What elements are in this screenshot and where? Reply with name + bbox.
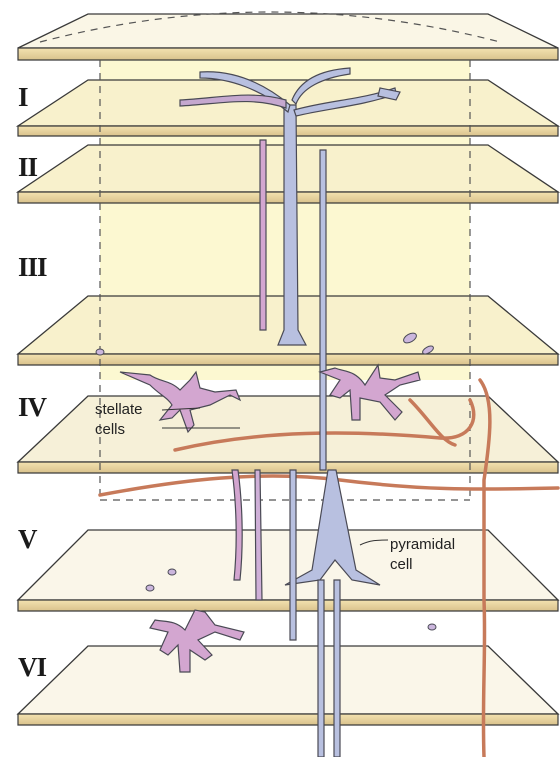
pyramidal-label-line2: cell	[390, 555, 455, 575]
layer-label-v: V	[18, 524, 37, 555]
plate-1	[18, 14, 558, 60]
pyramidal-label-line1: pyramidal	[390, 535, 455, 555]
layer-label-ii: II	[18, 152, 37, 183]
layer-label-iv: IV	[18, 392, 46, 423]
pyramidal-cell-label: pyramidal cell	[390, 535, 455, 575]
stellate-cells-label: stellate cells	[95, 400, 143, 440]
layer-label-vi: VI	[18, 652, 46, 683]
stellate-label-line2: cells	[95, 420, 143, 440]
layer-label-iii: III	[18, 252, 47, 283]
stellate-label-line1: stellate	[95, 400, 143, 420]
plate-7	[18, 646, 558, 725]
plate-6	[18, 530, 558, 611]
layer-label-i: I	[18, 82, 28, 113]
